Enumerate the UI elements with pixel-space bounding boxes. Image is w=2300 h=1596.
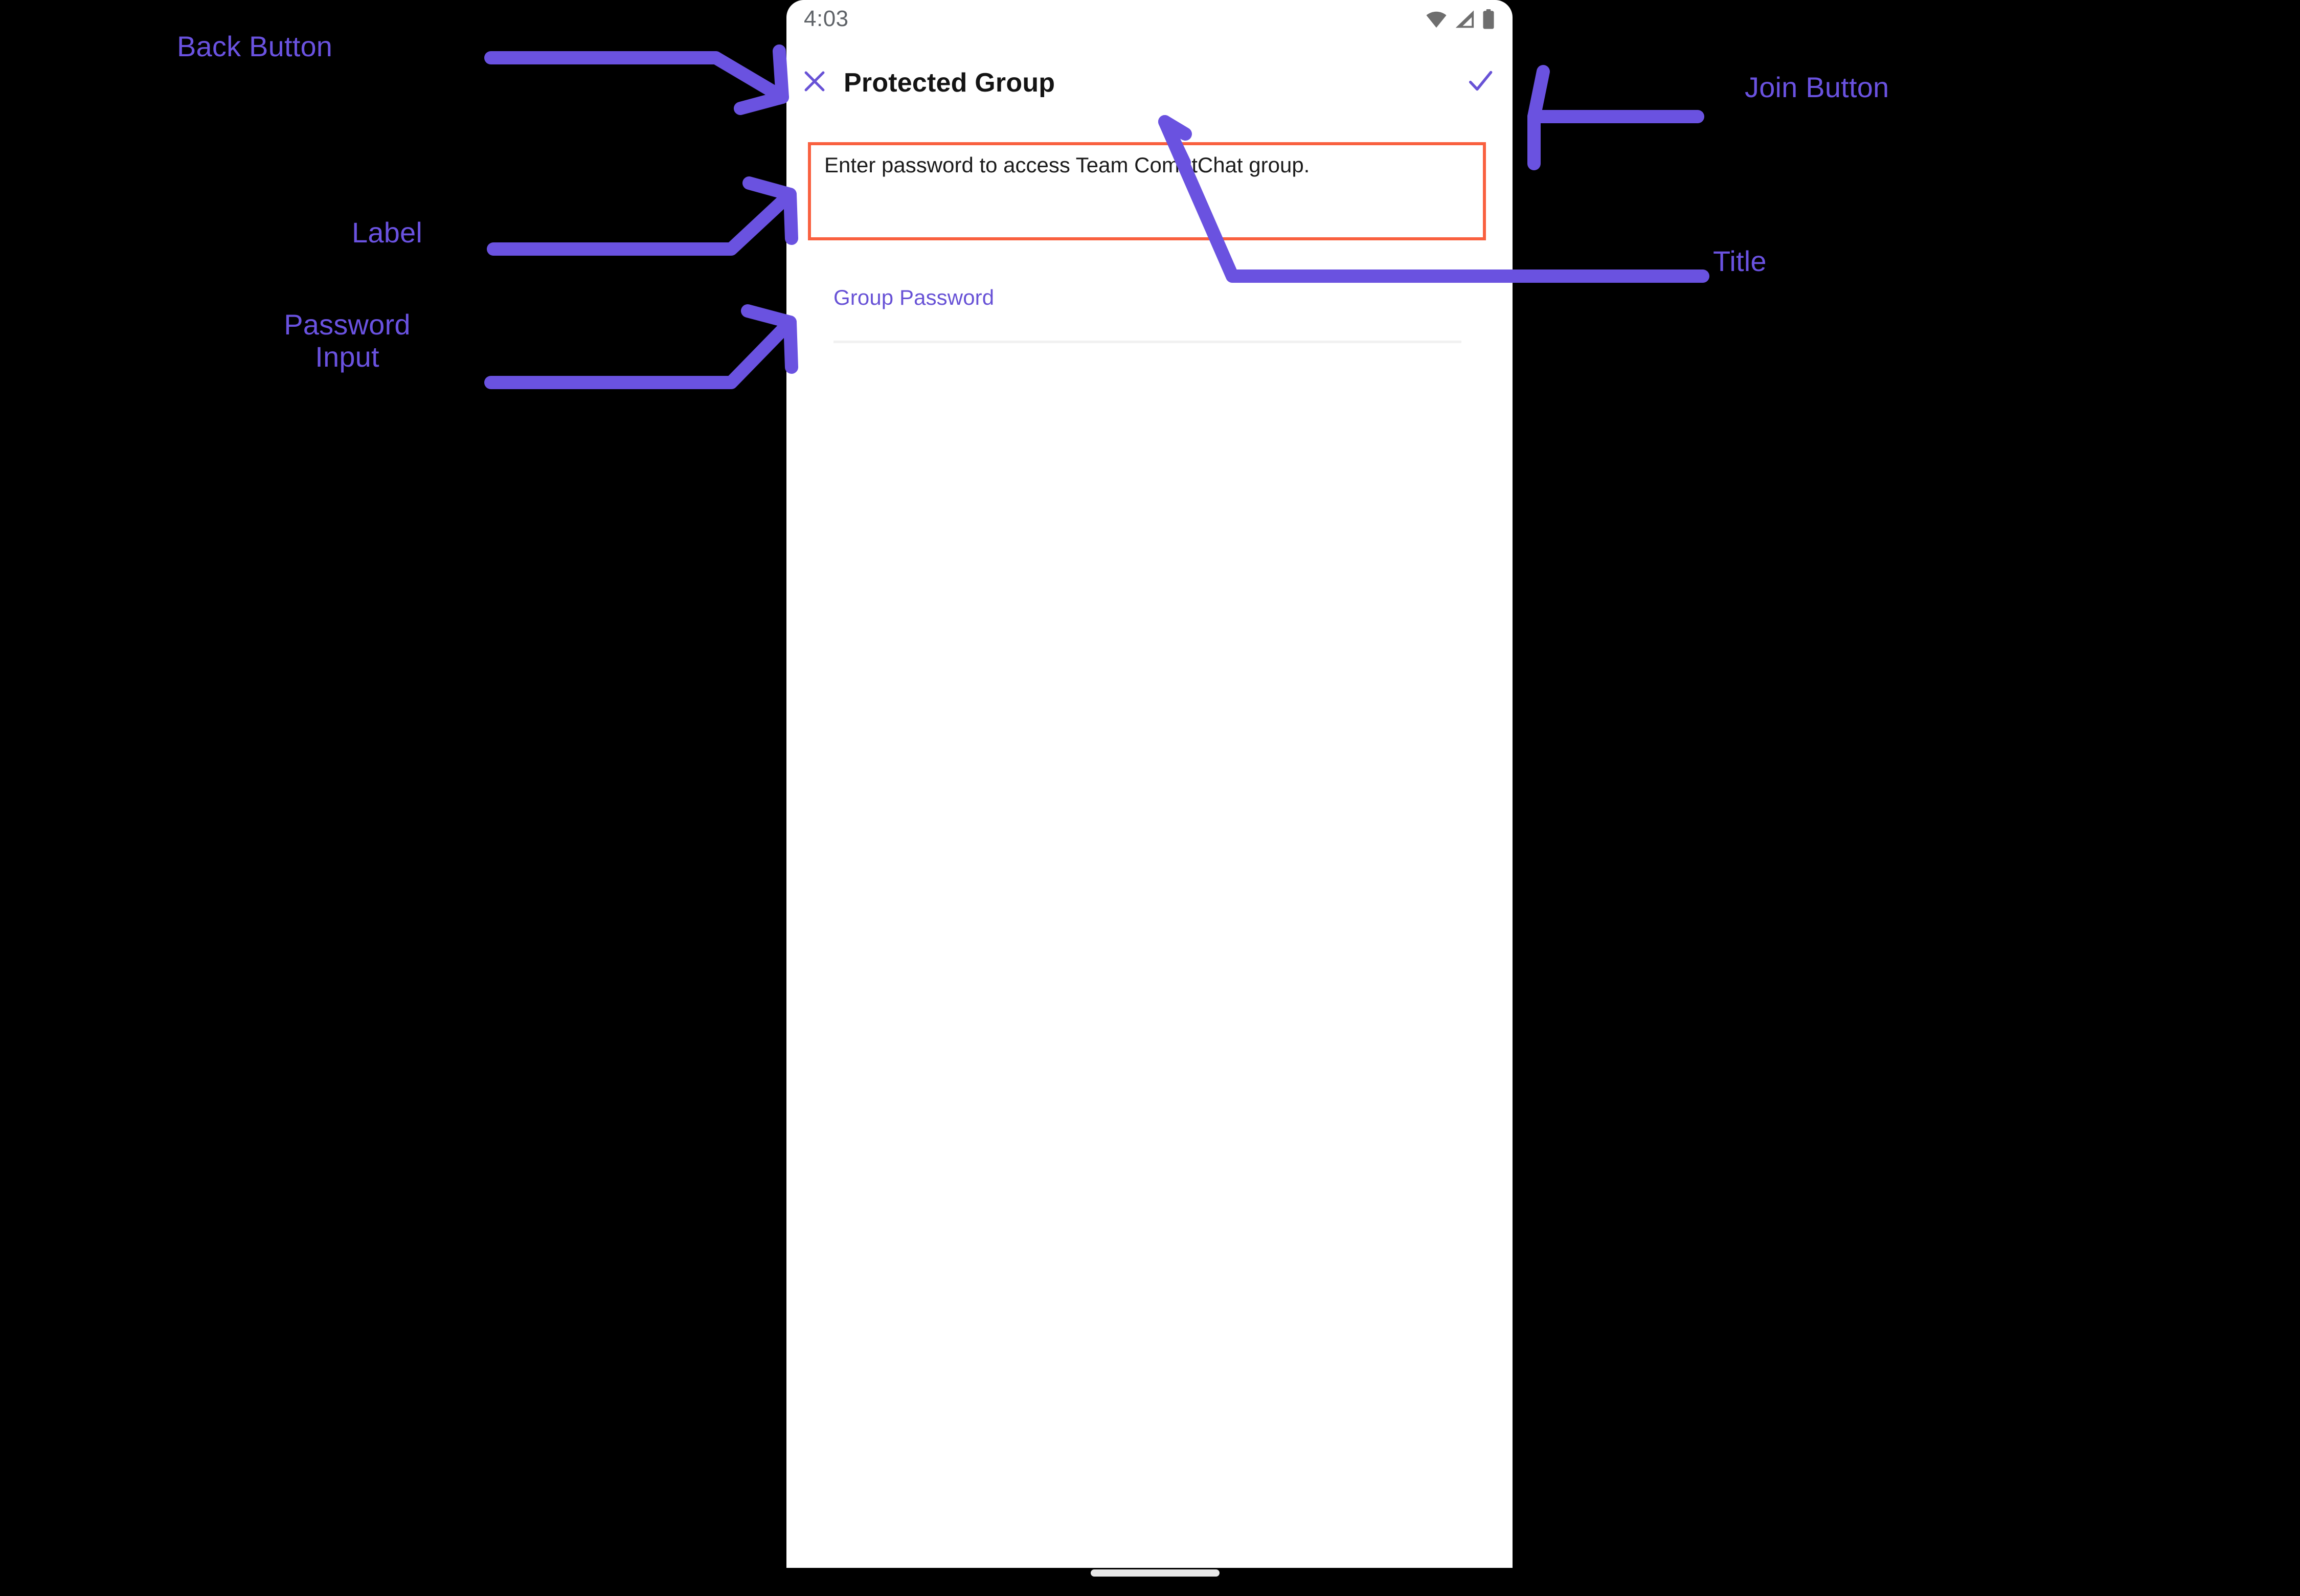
arrow-back-button-head — [734, 44, 789, 115]
battery-icon — [1482, 9, 1495, 32]
arrow-password-input — [484, 316, 797, 389]
wifi-icon — [1426, 11, 1447, 31]
status-bar-clock: 4:03 — [804, 6, 849, 31]
back-button[interactable] — [799, 66, 830, 98]
arrow-back-button — [484, 51, 789, 104]
check-icon — [1464, 65, 1496, 100]
phone-screen: 4:03 — [786, 0, 1513, 1568]
annotation-title: Title — [1713, 245, 1767, 277]
home-indicator-bar[interactable] — [1091, 1569, 1220, 1577]
annotation-back-button: Back Button — [177, 30, 333, 62]
page-title: Protected Group — [844, 68, 1055, 98]
join-button[interactable] — [1463, 65, 1497, 99]
arrow-password-input-head — [741, 304, 798, 374]
annotation-join-button: Join Button — [1745, 71, 1889, 103]
status-bar: 4:03 — [786, 0, 1513, 47]
arrow-label-head — [742, 176, 798, 245]
app-bar: Protected Group — [786, 47, 1513, 116]
group-password-field[interactable]: Group Password — [833, 285, 1463, 349]
annotation-password-input: Password Input — [284, 308, 411, 373]
status-bar-icons — [1426, 9, 1495, 32]
annotation-label: Label — [352, 216, 423, 249]
cellular-signal-icon — [1454, 10, 1475, 32]
arrow-join-button-head — [1527, 65, 1550, 170]
group-password-label: Group Password — [833, 285, 995, 309]
group-password-input[interactable] — [833, 312, 1463, 349]
close-x-icon — [800, 66, 829, 99]
arrow-label — [487, 188, 797, 256]
password-description-text: Enter password to access Team CometChat … — [824, 153, 1310, 177]
